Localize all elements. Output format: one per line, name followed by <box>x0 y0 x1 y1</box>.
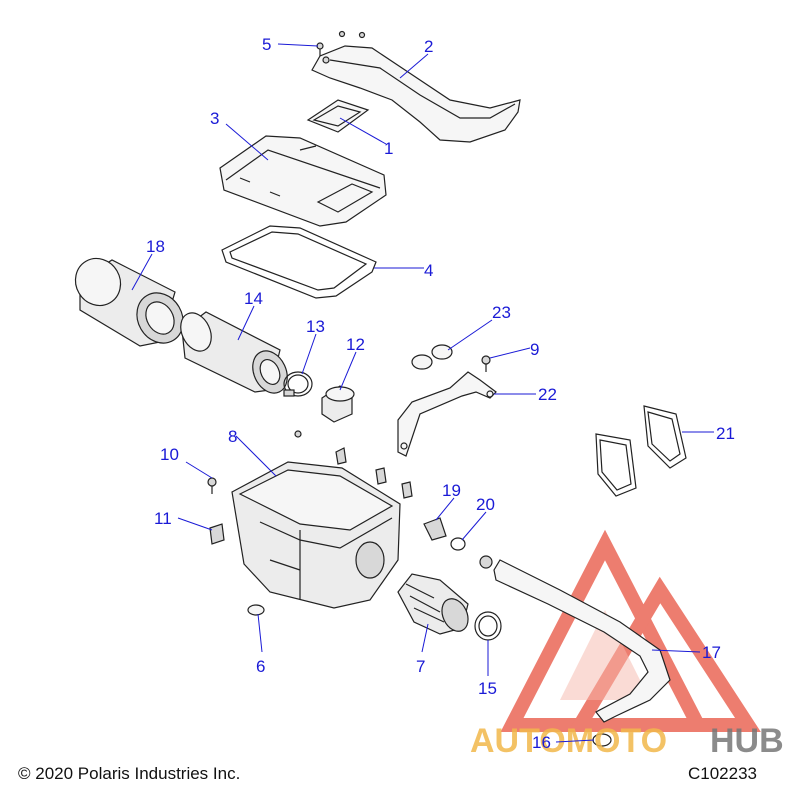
part-5-screws <box>316 30 366 56</box>
leader-2 <box>399 53 429 79</box>
callout-17: 17 <box>702 643 721 662</box>
callout-4: 4 <box>424 261 433 280</box>
leader-5 <box>277 43 319 47</box>
part-22-bracket <box>397 371 497 457</box>
leader-11 <box>177 517 213 531</box>
part-11-clip <box>209 523 225 545</box>
part-19-fitting <box>423 517 447 541</box>
callout-18: 18 <box>146 237 165 256</box>
callout-16: 16 <box>532 733 551 752</box>
watermark-brand-right: HUB <box>710 722 784 760</box>
watermark-text: AUTOMOTO HUB <box>470 722 784 760</box>
callout-6: 6 <box>256 657 265 676</box>
watermark-triangle-right <box>567 576 761 732</box>
leader-17 <box>651 649 701 653</box>
leader-16 <box>555 739 595 743</box>
diagram-code: C102233 <box>688 764 758 783</box>
leader-14 <box>237 305 255 341</box>
callout-13: 13 <box>306 317 325 336</box>
part-12-coupler <box>321 385 355 423</box>
callout-15: 15 <box>478 679 497 698</box>
callout-labels: 5 2 3 1 18 4 14 13 12 23 9 22 8 10 21 19… <box>146 35 735 752</box>
part-17-breather-hose <box>479 555 671 723</box>
callout-11: 11 <box>154 509 172 528</box>
leader-7 <box>421 623 429 653</box>
callout-14: 14 <box>244 289 263 308</box>
part-21-gaskets <box>595 405 687 497</box>
part-15-clamp <box>474 611 502 641</box>
leader-8 <box>235 435 277 477</box>
callout-22: 22 <box>538 385 557 404</box>
part-2-intake-duct <box>311 45 521 143</box>
part-14-air-filter <box>180 311 288 394</box>
part-1-duct-gasket <box>306 99 370 133</box>
part-4-filter-seal <box>221 225 377 299</box>
leader-lines <box>131 43 714 743</box>
leader-10 <box>185 461 213 479</box>
part-6-grommet <box>247 604 265 616</box>
leader-18 <box>131 253 153 291</box>
callout-2: 2 <box>424 37 433 56</box>
callout-21: 21 <box>716 424 735 443</box>
leader-3 <box>225 123 269 161</box>
callout-20: 20 <box>476 495 495 514</box>
callout-10: 10 <box>160 445 179 464</box>
callout-9: 9 <box>530 340 539 359</box>
callout-19: 19 <box>442 481 461 500</box>
leader-19 <box>435 497 455 521</box>
watermark-logo <box>500 529 761 732</box>
part-10-screw <box>207 477 217 494</box>
leader-13 <box>301 333 317 375</box>
callout-5: 5 <box>262 35 271 54</box>
callout-12: 12 <box>346 335 365 354</box>
part-9-bolt <box>481 355 491 372</box>
part-20-clip <box>450 537 466 551</box>
leader-12 <box>339 351 357 391</box>
leader-9 <box>489 347 531 359</box>
part-8-airbox-base <box>231 461 401 609</box>
airbox-clips <box>294 430 413 499</box>
part-18-pre-filter <box>74 257 184 347</box>
part-13-clamp <box>283 371 313 397</box>
leader-23 <box>447 319 493 351</box>
leader-1 <box>339 117 387 145</box>
callout-3: 3 <box>210 109 219 128</box>
part-7-intake-boot <box>397 573 469 635</box>
callout-7: 7 <box>416 657 425 676</box>
callout-8: 8 <box>228 427 237 446</box>
leader-20 <box>461 511 487 541</box>
callout-1: 1 <box>384 139 393 158</box>
part-23-plugs <box>411 344 453 370</box>
watermark-triangle-fill <box>560 610 650 700</box>
callout-23: 23 <box>492 303 511 322</box>
part-3-airbox-cover <box>219 135 387 227</box>
copyright-notice: © 2020 Polaris Industries Inc. <box>18 764 241 783</box>
leader-6 <box>257 613 263 653</box>
